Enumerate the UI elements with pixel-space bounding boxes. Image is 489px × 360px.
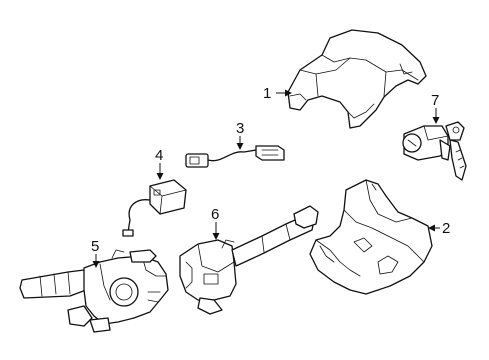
callout-3: 3 xyxy=(236,120,244,137)
callout-7: 7 xyxy=(431,92,439,109)
part-6-wiper-switch xyxy=(179,205,319,315)
part-1-upper-column-cover xyxy=(287,29,427,129)
part-2-lower-column-cover xyxy=(309,179,433,295)
callout-5: 5 xyxy=(91,238,99,255)
callout-6: 6 xyxy=(211,206,219,223)
part-4-relay-with-connector xyxy=(122,179,187,237)
callout-1: 1 xyxy=(263,85,271,102)
part-5-turn-signal-switch xyxy=(19,249,169,333)
part-3-sensor-with-lead xyxy=(185,145,285,168)
callout-2: 2 xyxy=(442,220,450,237)
callout-leaders xyxy=(92,89,440,268)
callout-4: 4 xyxy=(155,147,163,164)
callout-numbers: 1 2 3 4 5 6 7 xyxy=(91,85,450,255)
part-7-ignition-lock-with-keys xyxy=(402,121,467,181)
